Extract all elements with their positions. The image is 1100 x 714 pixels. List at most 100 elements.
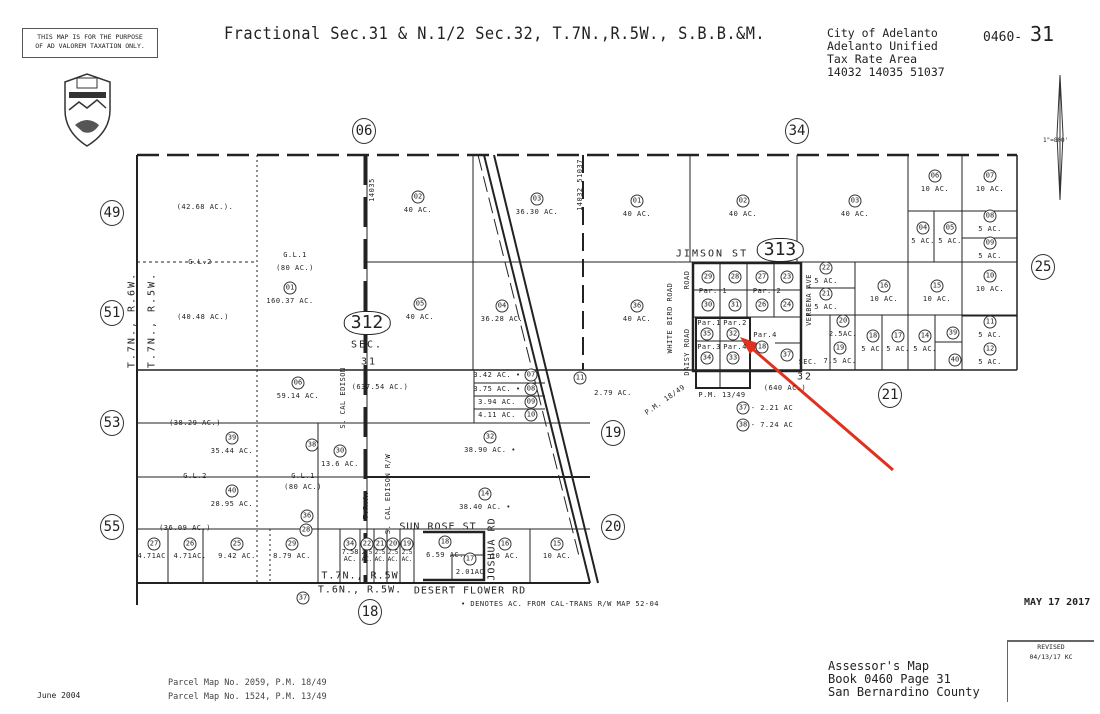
adjacent-page-marker: 06 [352,118,376,144]
parcel-acreage: 2.01AC [455,568,485,576]
parcel-number: 28 [299,523,313,537]
parcel-number: 01 [630,194,644,208]
jimson-label: JIMSON ST [675,248,749,260]
parcel-number: 33 [726,351,740,365]
parcel-number: 20 [836,314,850,328]
assessor-map-caption: Assessor's Map Book 0460 Page 31 San Ber… [828,660,980,699]
parcel-acreage: 40 AC. [840,210,870,218]
adjacent-page-marker: 53 [100,410,124,436]
parcel-acreage: 8.79 AC. [273,552,311,560]
ac-3609-label: (36.09 AC.) [159,524,211,532]
parcel-number: 22 [819,261,833,275]
gl1-north-label: G.L.1 [283,251,307,259]
city-name: City of Adelanto [827,26,938,40]
parcel-number: 38 [305,438,319,452]
disclaimer-line: OF AD VALOREM TAXATION ONLY. [35,42,145,50]
parcel-acreage: 5 AC. [911,237,935,245]
parcel-number: 07 [983,169,997,183]
adjacent-page-marker: 55 [100,514,124,540]
parcel-acreage: 2.5 AC. [387,549,399,563]
gl1-north-ac-label: (80 AC.) [276,264,314,272]
parcel-acreage: 5 AC. [913,345,937,353]
par4-right-label: Par.4 [753,331,777,339]
parcel-number: 27 [147,537,161,551]
tax-rate-area-313: 313 [756,238,804,262]
parcel-number: 38 [736,418,750,432]
parcel-acreage: 40 AC. [728,210,758,218]
parcel-number: 34 [343,537,357,551]
parcel-number: 26 [755,298,769,312]
parcel-number: 37 [296,591,310,605]
parcel-acreage: 4.71AC. [137,552,171,560]
parcel-acreage: 9.42 AC. [218,552,256,560]
parcel-acreage: 5 AC. [978,331,1002,339]
parcel-number: 28 [728,270,742,284]
parcel-number: 30 [333,444,347,458]
parcel-number: 34 [700,351,714,365]
parcel-number: 26 [183,537,197,551]
red-annotation-arrow [740,337,894,472]
revision-box: REVISED 04/13/17 KC [1007,640,1094,702]
twp-south-label: T.6N., R.5W. [317,584,403,596]
parcel-number: 03 [848,194,862,208]
twp-north-label: T.7N., R.5W [321,570,399,582]
sec32-num-label: 32 [796,371,814,383]
parcel-number: 14 [918,329,932,343]
date-stamp: MAY 17 2017 [1024,597,1091,608]
sun-rose-label: SUN ROSE ST [399,521,477,533]
tra-14035-label: 14035 [368,178,376,202]
parcel-acreage: 5 AC. [886,345,910,353]
parcel-number: 32 [726,327,740,341]
ac-4268-label: (42.68 AC.). [176,203,234,211]
parcel-acreage: 5 AC. [814,303,838,311]
parcel-acreage: 10 AC. [920,185,950,193]
parcel-number: 03 [530,192,544,206]
parcel-acreage: 5 AC. [978,225,1002,233]
adjacent-page-marker: 34 [785,118,809,144]
tax-rate-area-label: Tax Rate Area [827,52,918,66]
edison1-label: S. CAL EDISON [339,367,347,429]
map-book: 0460- [983,30,1023,45]
parcel-number: 07 [524,368,538,382]
parcel-number: 18 [438,535,452,549]
tax-rate-area-312: 312 [343,311,391,335]
parcel-number: 18 [755,340,769,354]
sec32-label-label: SEC. [798,358,818,366]
parcel-acreage: 10 AC. [542,552,572,560]
gl2-north-label: G.L.2 [188,258,212,266]
adjacent-page-marker: 51 [100,300,124,326]
white-bird-label: WHITE BIRD ROAD [666,282,674,354]
parcel-number: 24 [780,298,794,312]
parcel-number: 06 [291,376,305,390]
parcel-acreage: 5 AC. [861,345,885,353]
parcel-map-references: Parcel Map No. 2059, P.M. 18/49 Parcel M… [168,676,327,704]
parcel-acreage: 5 AC. [978,358,1002,366]
county-seal-icon [64,73,111,147]
parcel-number: 17 [891,329,905,343]
disclaimer-line: THIS MAP IS FOR THE PURPOSE [37,33,143,41]
parcel-number: 40 [948,353,962,367]
caption-line: Book 0460 Page 31 [828,672,951,686]
parcel-number: 25 [230,537,244,551]
pm1349-label: P.M. 13/49 [698,391,746,399]
parcel-number: 14 [478,487,492,501]
par1-lower-label: Par.1 [697,319,721,327]
parcel-acreage: 3.75 AC. • [473,385,521,393]
gl1-south-label: G.L.1 [291,472,315,480]
parcel-number: 29 [701,270,715,284]
parcel-number: 16 [498,537,512,551]
parcel-acreage: 59.14 AC. [276,392,320,400]
desert-flower-label: DESERT FLOWER RD [413,585,527,597]
adjacent-page-marker: 49 [100,200,124,226]
revised-date: 04/13/17 KC [1029,653,1073,661]
parcel-number: 32 [483,430,497,444]
sec31-label-label: SEC. [350,339,384,351]
parcel-number: 09 [524,395,538,409]
jurisdiction-block: City of Adelanto Adelanto Unified Tax Ra… [827,27,945,79]
par1-upper-label: Par. 1 [698,287,728,295]
parcel-acreage: 38.40 AC. • [459,503,511,511]
parcel-number: 30 [701,298,715,312]
parcel-acreage: 10 AC. [869,295,899,303]
parcel-acreage: 36.28 AC. [480,315,524,323]
